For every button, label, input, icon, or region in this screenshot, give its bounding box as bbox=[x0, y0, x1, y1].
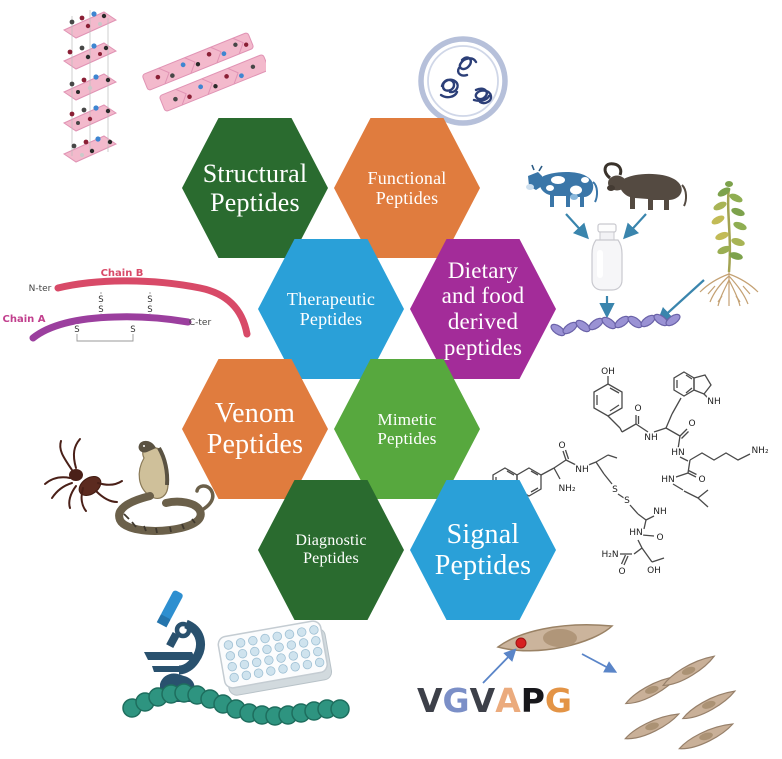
beta-ribbons bbox=[142, 32, 266, 112]
svg-text:OH: OH bbox=[647, 566, 661, 576]
petri-dish-illustration bbox=[418, 36, 508, 126]
well-plate-icon bbox=[217, 620, 333, 696]
fibroblast-cell bbox=[496, 624, 614, 652]
n-terminus-label: N-ter bbox=[29, 284, 52, 294]
svg-text:O: O bbox=[618, 567, 625, 577]
chain-b-ribbon bbox=[54, 277, 251, 338]
svg-text:S: S bbox=[130, 325, 135, 335]
bead-chain-icon bbox=[122, 683, 350, 726]
svg-text:HN: HN bbox=[629, 528, 643, 538]
cobra-bands bbox=[123, 513, 196, 534]
milk-bottle-icon bbox=[591, 223, 623, 291]
svg-text:S: S bbox=[98, 295, 103, 305]
cow-icon bbox=[526, 164, 599, 207]
svg-text:S: S bbox=[74, 325, 79, 335]
svg-text:O: O bbox=[688, 419, 695, 429]
svg-text:O: O bbox=[558, 441, 565, 451]
svg-text:S: S bbox=[624, 496, 630, 506]
chem-labels: OH O NH NH O HN NH₂ O HN O NH NH₂ S S NH… bbox=[557, 366, 770, 579]
venom-sources-illustration bbox=[44, 438, 215, 535]
svg-text:NH₂: NH₂ bbox=[558, 484, 576, 494]
insulin-chains-diagram: S S S S S S Chain B Chain A N-ter C-ter bbox=[3, 268, 251, 342]
arrow-cow-to-bottle bbox=[565, 213, 589, 240]
arrow-plant-to-peptide bbox=[656, 279, 705, 323]
spider-icon bbox=[44, 438, 123, 512]
peptide-chemical-structure: OH O NH NH O HN NH₂ O HN O NH NH₂ S S NH… bbox=[492, 366, 770, 579]
svg-text:NH: NH bbox=[653, 507, 667, 517]
dish-inner-rim bbox=[427, 45, 499, 117]
svg-text:NH: NH bbox=[575, 465, 589, 475]
signal-cells-illustration bbox=[482, 624, 740, 752]
cobra-icon bbox=[115, 440, 215, 535]
arrow-buffalo-to-bottle bbox=[623, 213, 647, 240]
soy-plant-icon bbox=[699, 181, 759, 307]
helix-atoms bbox=[67, 11, 113, 157]
sequence-letter: V bbox=[469, 681, 496, 720]
svg-text:O: O bbox=[698, 475, 705, 485]
chain-a-label: Chain A bbox=[3, 314, 46, 325]
arrow-cell-to-fibroblasts bbox=[581, 653, 618, 673]
diagnostic-tools-illustration bbox=[122, 590, 350, 726]
svg-text:OH: OH bbox=[601, 367, 615, 377]
plate-wells bbox=[223, 625, 325, 683]
disulfide-bonds bbox=[76, 292, 151, 342]
receptor-dot bbox=[515, 637, 527, 649]
beta-atoms bbox=[155, 42, 256, 102]
c-terminus-label: C-ter bbox=[189, 318, 212, 328]
svg-text:O: O bbox=[656, 533, 663, 543]
alpha-helix-illustration bbox=[62, 10, 118, 163]
svg-text:NH₂: NH₂ bbox=[751, 446, 769, 456]
plant-roots bbox=[699, 272, 759, 307]
flow-arrows bbox=[565, 213, 705, 323]
sulfur-labels: S S S S S S bbox=[73, 294, 154, 337]
sequence-letter: P bbox=[520, 681, 545, 720]
chain-b-label: Chain B bbox=[101, 268, 144, 279]
sequence-letter: V bbox=[417, 681, 443, 720]
bond-skeleton bbox=[492, 371, 751, 566]
beta-sheet-illustration bbox=[142, 32, 266, 112]
fibroblast-cluster bbox=[621, 654, 740, 752]
svg-text:NH: NH bbox=[707, 397, 721, 407]
vgvapg-sequence-label: VGVAPG bbox=[417, 684, 572, 717]
svg-text:HN: HN bbox=[661, 475, 675, 485]
buffalo-icon bbox=[603, 162, 688, 210]
chain-a-ribbon bbox=[29, 313, 192, 342]
svg-text:S: S bbox=[98, 305, 103, 315]
svg-text:S: S bbox=[612, 485, 618, 495]
svg-text:H₂N: H₂N bbox=[601, 550, 618, 560]
svg-text:HN: HN bbox=[671, 448, 685, 458]
arrow-vgvapg-to-cell bbox=[482, 648, 517, 684]
svg-text:O: O bbox=[634, 404, 641, 414]
svg-text:S: S bbox=[147, 305, 152, 315]
sequence-letter: A bbox=[495, 681, 521, 720]
sequence-letter: G bbox=[442, 681, 470, 720]
svg-text:S: S bbox=[147, 295, 152, 305]
sequence-letter: G bbox=[544, 681, 573, 720]
dish-rim bbox=[418, 36, 508, 126]
svg-text:NH: NH bbox=[644, 433, 658, 443]
peptide-chain-icon bbox=[550, 313, 681, 337]
peptide-colonies bbox=[439, 56, 493, 105]
dietary-sources-illustration bbox=[526, 162, 759, 337]
